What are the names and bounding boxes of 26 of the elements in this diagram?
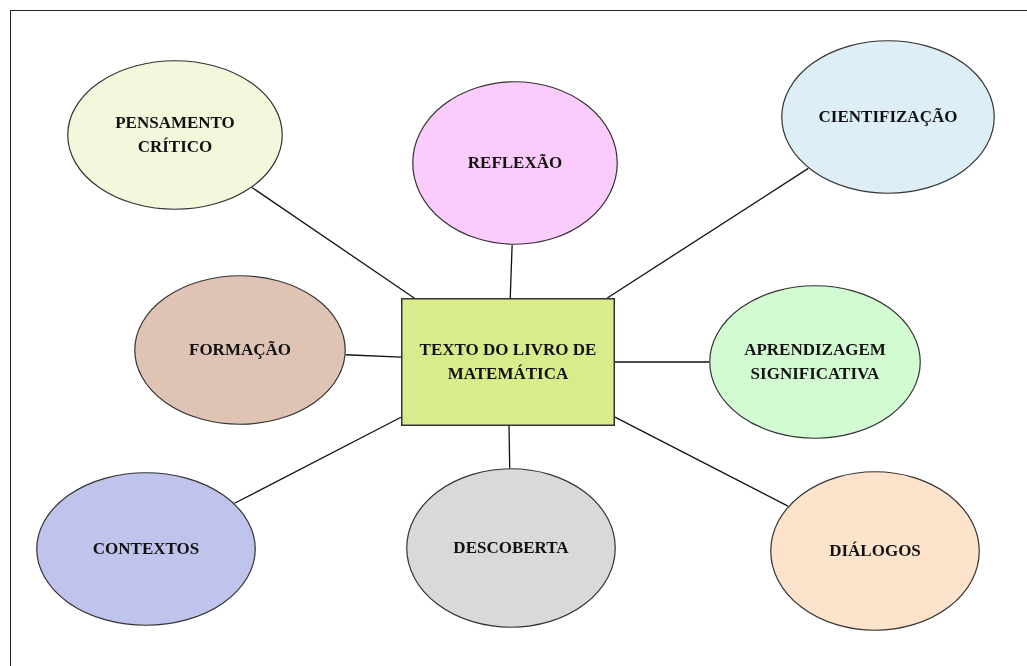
topic-ellipse: [406, 468, 616, 628]
central-box: [401, 298, 615, 426]
topic-ellipse: [781, 40, 995, 194]
connector-line: [509, 244, 513, 299]
node-label: TEXTO DO LIVRO DE MATEMÁTICA: [418, 339, 598, 385]
node-label: PENSAMENTO CRÍTICO: [114, 112, 236, 158]
topic-ellipse: [67, 60, 283, 210]
topic-ellipse: [36, 472, 256, 626]
node-label: APRENDIZAGEM SIGNIFICATIVA: [743, 339, 887, 385]
topic-ellipse: [709, 285, 921, 439]
node-label: DESCOBERTA: [453, 537, 569, 559]
connector-line: [606, 167, 809, 299]
node-label: REFLEXÃO: [467, 152, 563, 174]
connector-line: [614, 416, 789, 507]
topic-ellipse: [770, 471, 980, 631]
topic-ellipse: [134, 275, 346, 425]
connector-line: [614, 361, 710, 363]
node-label: DIÁLOGOS: [829, 540, 921, 562]
connector-line: [508, 425, 511, 469]
topic-ellipse: [412, 81, 618, 245]
connector-line: [251, 186, 415, 299]
node-label: CIENTIFIZAÇÃO: [818, 106, 958, 128]
connector-line: [233, 416, 402, 504]
connector-line: [345, 354, 402, 358]
node-label: CONTEXTOS: [92, 538, 200, 560]
node-label: FORMAÇÃO: [189, 339, 291, 361]
